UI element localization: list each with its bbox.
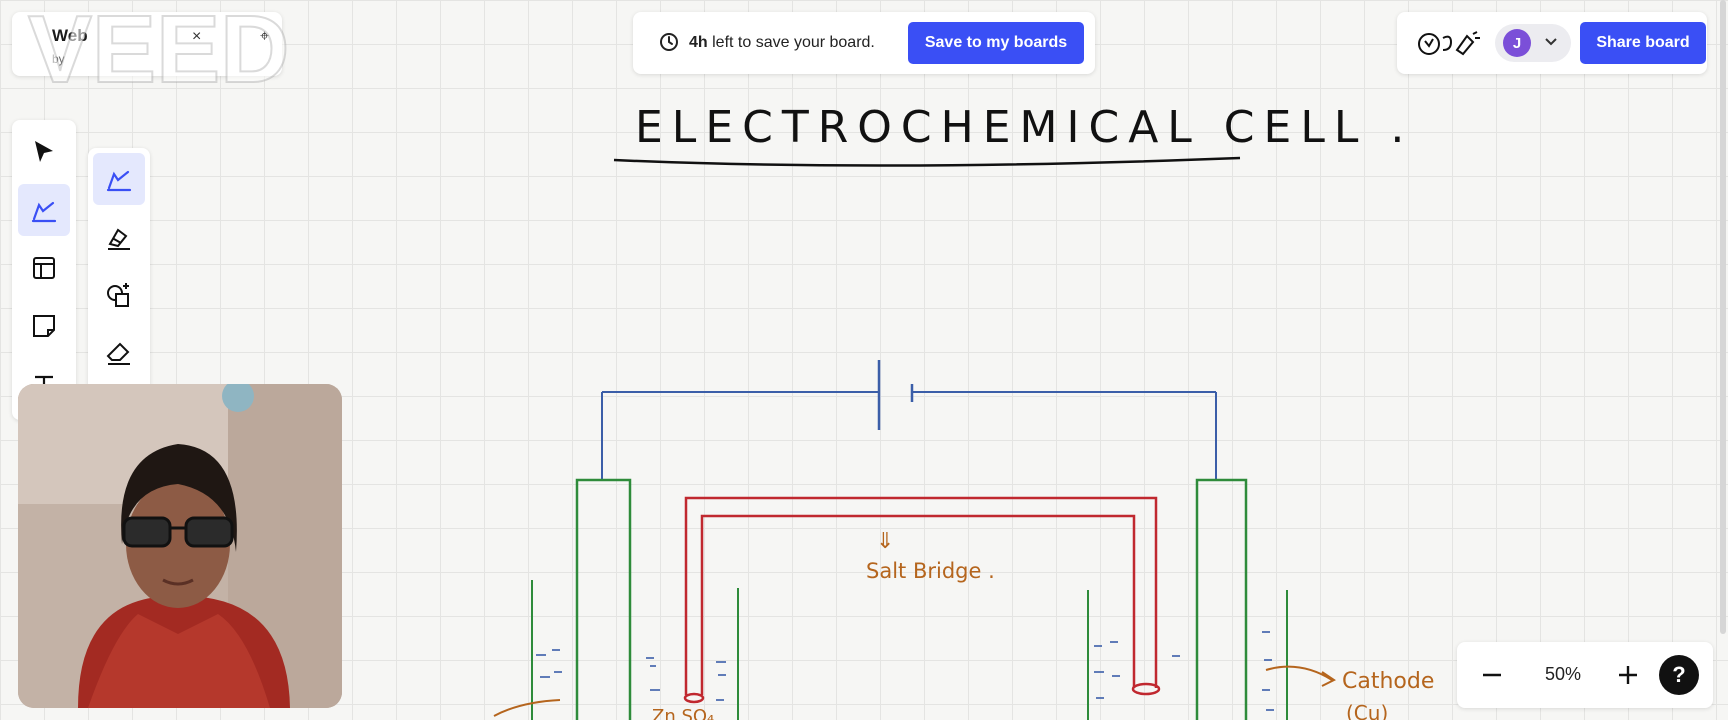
eraser-icon — [106, 342, 130, 365]
save-to-boards-button[interactable]: Save to my boards — [908, 22, 1084, 64]
cathode-arrow — [1265, 665, 1336, 687]
sticky-note-tool-button[interactable] — [18, 300, 70, 352]
title-underline — [613, 156, 1241, 167]
close-icon[interactable]: × — [192, 28, 202, 45]
pen-options-toolbar — [88, 148, 150, 398]
share-board-button[interactable]: Share board — [1580, 22, 1706, 64]
help-button[interactable]: ? — [1659, 655, 1699, 695]
pin-icon[interactable]: ⌖ — [260, 28, 270, 45]
highlighter-icon — [108, 228, 130, 250]
main-toolbar — [12, 120, 76, 420]
board-info-card[interactable]: Web by × ⌖ — [12, 12, 282, 76]
beakers — [531, 580, 1288, 720]
save-message: left to save your board. — [707, 34, 875, 51]
template-icon — [33, 257, 55, 279]
shape-option-button[interactable] — [93, 269, 145, 321]
shape-add-icon — [107, 283, 129, 307]
vertical-scrollbar[interactable] — [1720, 0, 1726, 634]
salt-bridge-label: Salt Bridge . — [866, 559, 995, 583]
zoom-controls: 50% ? — [1457, 642, 1713, 708]
webcam-video — [18, 384, 342, 708]
anode-sub-label: Zn SO₄ — [652, 706, 714, 720]
avatar: J — [1503, 29, 1531, 57]
select-cursor-icon — [35, 141, 53, 162]
zoom-in-button[interactable] — [1609, 656, 1647, 694]
time-left: 4h — [689, 34, 708, 51]
electrodes — [575, 478, 1248, 720]
board-owner: by — [52, 52, 65, 66]
pen-tool-button[interactable] — [18, 184, 70, 236]
save-reminder-text: 4h left to save your board. — [689, 34, 875, 52]
zoom-out-button[interactable] — [1473, 656, 1511, 694]
minus-icon — [1483, 673, 1501, 677]
eraser-option-button[interactable] — [93, 327, 145, 379]
sticky-note-icon — [33, 315, 55, 337]
save-board-panel: 4h left to save your board. Save to my b… — [633, 12, 1095, 74]
battery-circuit — [601, 360, 1217, 480]
header-right-panel: J Share board — [1397, 12, 1707, 74]
board-name: Web — [52, 26, 88, 45]
clock-icon — [660, 33, 678, 51]
salt-bridge — [683, 496, 1161, 704]
cathode-label: Cathode — [1342, 669, 1434, 694]
pen-option-button[interactable] — [93, 153, 145, 205]
electrolyte-marks — [536, 631, 1274, 711]
pen-icon — [31, 201, 57, 223]
template-tool-button[interactable] — [18, 242, 70, 294]
cathode-sub-label: (Cu) — [1346, 701, 1388, 720]
zoom-level[interactable]: 50% — [1544, 664, 1582, 684]
chevron-down-icon — [1545, 38, 1557, 46]
select-tool-button[interactable] — [18, 126, 70, 178]
anode-arrow — [493, 699, 561, 717]
salt-bridge-arrow: ⇓ — [876, 529, 894, 554]
plus-icon — [1619, 666, 1637, 684]
pen-icon — [106, 170, 132, 192]
highlighter-option-button[interactable] — [93, 211, 145, 263]
board-title-text: ELECTROCHEMICAL CELL . — [635, 102, 1413, 153]
user-menu[interactable]: J — [1495, 24, 1571, 62]
reactions-icon[interactable] — [1417, 28, 1481, 58]
